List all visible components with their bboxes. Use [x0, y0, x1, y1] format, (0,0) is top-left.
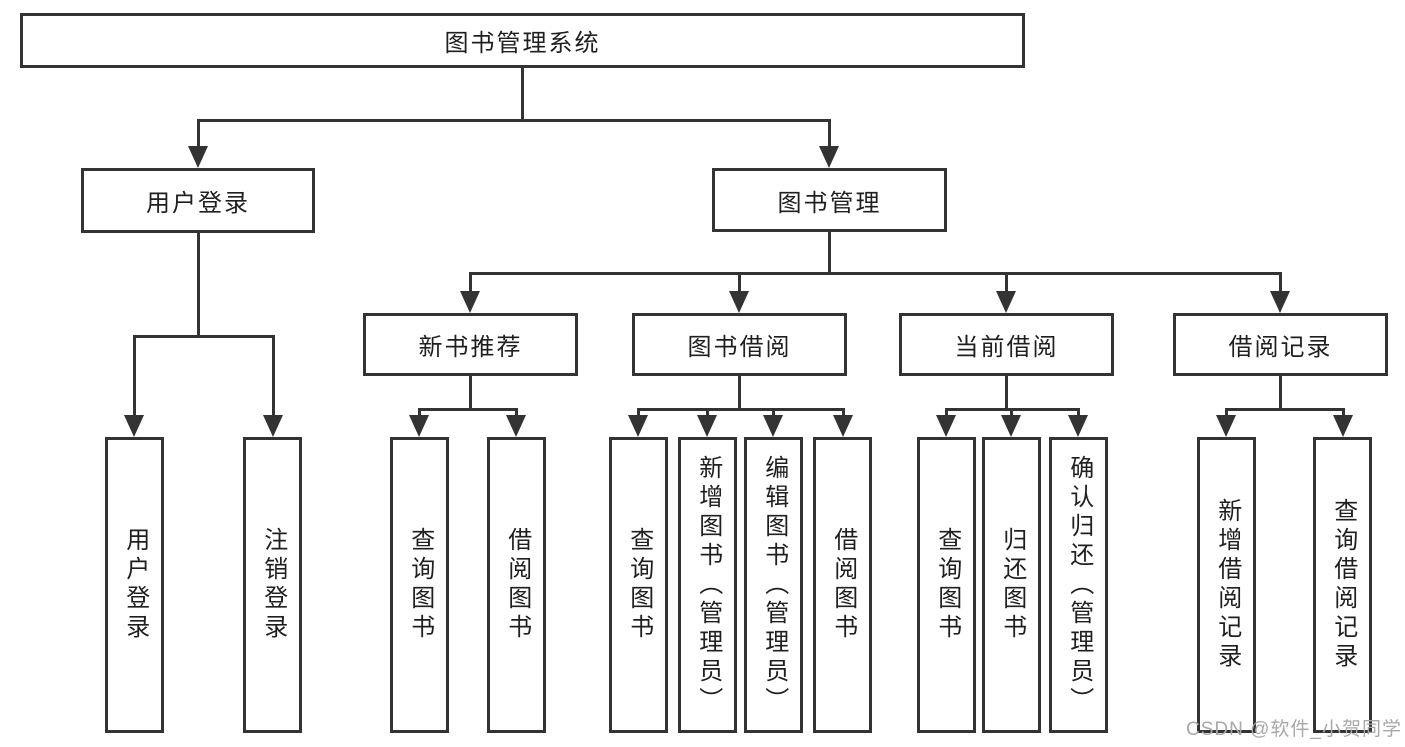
connector-line	[1005, 272, 1008, 294]
leaf-edit-book-admin: 编辑图书（管理员）	[744, 437, 803, 733]
connector-line	[469, 272, 1282, 275]
node-borrowing-records: 借阅记录	[1173, 313, 1388, 376]
node-label: 借阅图书	[829, 527, 857, 643]
connector-line	[133, 335, 275, 338]
node-book-borrowing: 图书借阅	[632, 313, 847, 376]
node-user-login: 用户登录	[81, 168, 315, 233]
connector-line	[828, 232, 831, 274]
leaf-borrow-book-2: 借阅图书	[813, 437, 872, 733]
connector-line	[1225, 408, 1345, 411]
arrow-down-icon	[188, 146, 208, 168]
arrow-down-icon	[729, 291, 749, 313]
connector-line	[637, 409, 640, 419]
arrow-down-icon	[1068, 415, 1088, 437]
node-label: 查询图书	[625, 527, 653, 643]
arrow-down-icon	[628, 415, 648, 437]
arrow-down-icon	[763, 415, 783, 437]
connector-line	[469, 376, 472, 410]
node-label: 借阅图书	[503, 527, 531, 643]
connector-line	[469, 272, 472, 294]
leaf-add-book-admin: 新增图书（管理员）	[678, 437, 737, 733]
connector-line	[945, 409, 948, 419]
leaf-borrow-book-1: 借阅图书	[487, 437, 546, 733]
leaf-user-login: 用户登录	[105, 437, 164, 733]
connector-line	[1010, 409, 1013, 419]
leaf-return-book: 归还图书	[982, 437, 1041, 733]
arrow-down-icon	[697, 415, 717, 437]
leaf-query-book-3: 查询图书	[917, 437, 976, 733]
node-label: 查询借阅记录	[1329, 498, 1357, 672]
node-label: 查询图书	[406, 527, 434, 643]
connector-line	[197, 119, 831, 122]
arrow-down-icon	[996, 291, 1016, 313]
node-book-management: 图书管理	[712, 168, 947, 232]
connector-line	[738, 272, 741, 294]
csdn-watermark: CSDN @软件_小贺同学	[1186, 719, 1402, 740]
connector-line	[1279, 376, 1282, 410]
node-label: 用户登录	[121, 527, 149, 643]
connector-line	[133, 335, 136, 418]
leaf-add-borrow-record: 新增借阅记录	[1197, 437, 1256, 733]
connector-line	[1005, 376, 1008, 410]
node-new-book-recommendation: 新书推荐	[363, 313, 578, 376]
arrow-down-icon	[833, 415, 853, 437]
connector-line	[772, 409, 775, 419]
arrow-down-icon	[409, 415, 429, 437]
node-root: 图书管理系统	[20, 13, 1025, 68]
node-label: 新增图书（管理员）	[694, 454, 722, 716]
leaf-confirm-return-admin: 确认归还（管理员）	[1049, 437, 1108, 733]
arrow-down-icon	[936, 415, 956, 437]
leaf-logout: 注销登录	[243, 437, 302, 733]
arrow-down-icon	[460, 291, 480, 313]
node-label: 图书借阅	[687, 334, 792, 361]
node-label: 新书推荐	[418, 334, 523, 361]
node-label: 当前借阅	[954, 334, 1059, 361]
node-label: 归还图书	[998, 527, 1026, 643]
arrow-down-icon	[124, 415, 144, 437]
node-label: 注销登录	[259, 527, 287, 643]
connector-line	[1077, 409, 1080, 419]
arrow-down-icon	[819, 146, 839, 168]
node-label: 编辑图书（管理员）	[760, 454, 788, 716]
node-label: 图书管理系统	[444, 30, 601, 57]
connector-line	[515, 409, 518, 419]
arrow-down-icon	[263, 415, 283, 437]
connector-line	[418, 408, 518, 411]
node-label: 确认归还（管理员）	[1065, 454, 1093, 716]
connector-line	[738, 376, 741, 410]
node-label: 新增借阅记录	[1213, 498, 1241, 672]
arrow-down-icon	[506, 415, 526, 437]
connector-line	[418, 409, 421, 419]
leaf-query-borrow-record: 查询借阅记录	[1313, 437, 1372, 733]
arrow-down-icon	[1001, 415, 1021, 437]
node-label: 图书管理	[777, 189, 882, 217]
leaf-query-book-2: 查询图书	[609, 437, 668, 733]
connector-line	[842, 409, 845, 419]
connector-line	[272, 335, 275, 418]
arrow-down-icon	[1270, 291, 1290, 313]
connector-line	[1225, 409, 1228, 419]
node-label: 查询图书	[933, 527, 961, 643]
connector-line	[197, 119, 200, 149]
node-label: 借阅记录	[1228, 334, 1333, 361]
connector-line	[1342, 409, 1345, 419]
connector-line	[706, 409, 709, 419]
connector-line	[945, 408, 1080, 411]
connector-line	[197, 233, 200, 336]
leaf-query-book-1: 查询图书	[390, 437, 449, 733]
connector-line	[828, 119, 831, 149]
connector-line	[521, 68, 524, 120]
arrow-down-icon	[1333, 415, 1353, 437]
connector-line	[637, 408, 845, 411]
connector-line	[1279, 272, 1282, 294]
node-label: 用户登录	[146, 190, 250, 217]
arrow-down-icon	[1216, 415, 1236, 437]
node-current-borrowing: 当前借阅	[899, 313, 1114, 376]
